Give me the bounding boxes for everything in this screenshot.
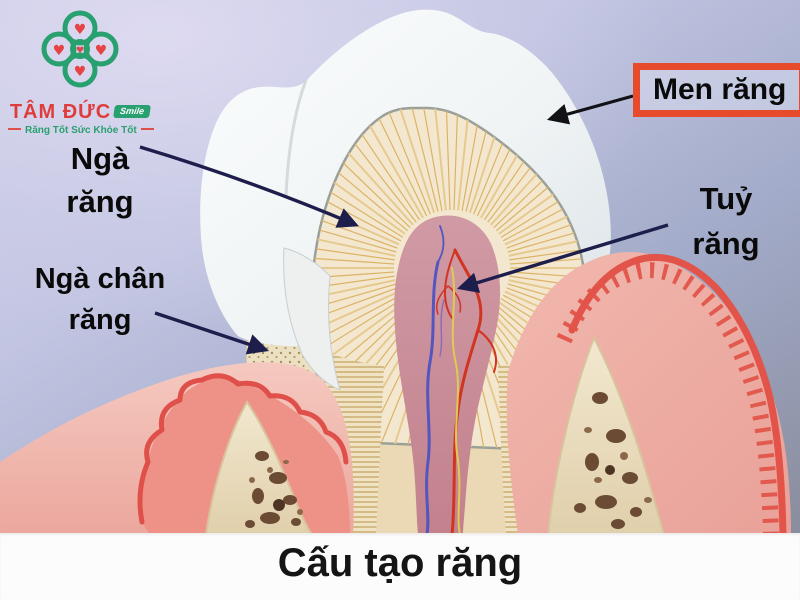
tagline-dash-left [8, 128, 21, 130]
cervical-enamel-edge [283, 247, 341, 391]
bone-right-marrow-holes [574, 392, 652, 529]
arrow-root-dentin [154, 311, 269, 355]
annotation-arrows [139, 94, 669, 355]
pulp-chamber [394, 215, 501, 537]
arrow-enamel [546, 94, 634, 125]
enamel-cut-crease [284, 79, 308, 197]
svg-text:♥: ♥ [53, 43, 66, 59]
svg-text:♥: ♥ [74, 22, 87, 38]
brand-tagline-row: Răng Tốt Sức Khỏe Tốt [4, 125, 156, 136]
brand-tagline: Răng Tốt Sức Khỏe Tốt [25, 125, 137, 136]
bone-left [204, 400, 314, 536]
bone-left-marrow-holes [245, 451, 303, 528]
brand-name: TÂM ĐỨC [9, 101, 112, 123]
label-enamel: Men răng [633, 63, 800, 117]
label-pulp: Tuỷ răng [692, 181, 760, 261]
bone-right [546, 335, 666, 536]
tagline-dash-right [140, 128, 154, 130]
arrow-dentin [139, 145, 359, 228]
svg-text:♥: ♥ [74, 64, 87, 80]
svg-text:♥: ♥ [76, 46, 84, 56]
brand-badge: Smile [113, 105, 152, 118]
label-root-dentin: Ngà chân răng [34, 263, 166, 336]
title-bar: Cấu tạo răng [0, 533, 800, 600]
svg-text:♥: ♥ [95, 43, 108, 59]
page-title: Cấu tạo răng [277, 541, 523, 585]
arrow-pulp [456, 223, 669, 293]
label-dentin: Ngà răng [66, 141, 134, 219]
clover-hearts-icon: ♥ ♥ ♥ ♥ ♥ [41, 10, 119, 88]
